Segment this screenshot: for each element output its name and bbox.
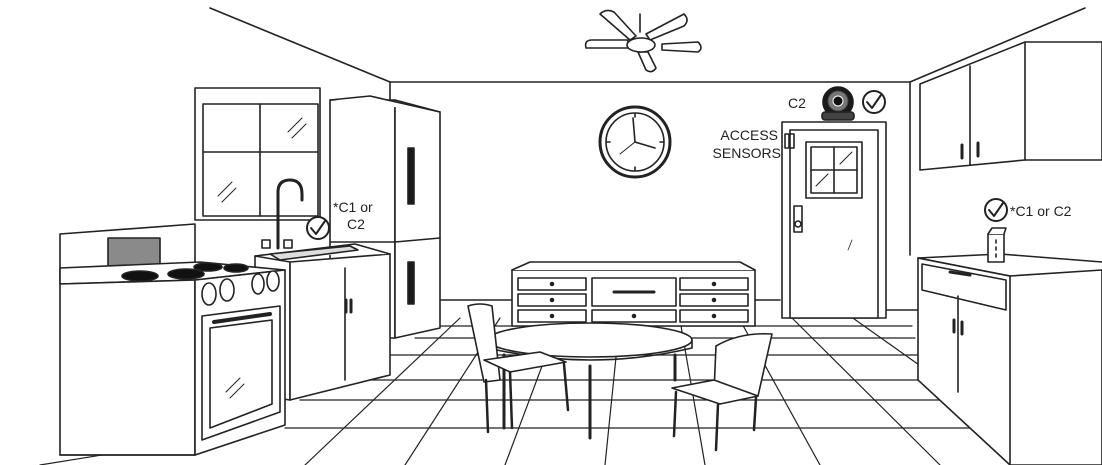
camera-label: C2 [788,95,806,111]
counter-right [917,253,1102,465]
sideboard [511,261,756,327]
faucet [261,178,304,250]
sink-camera-label-line2: C2 [347,216,365,232]
dining-table [487,322,693,440]
counter-camera-label: *C1 or C2 [1010,203,1072,219]
door [781,121,887,319]
window [194,87,321,221]
sink-camera-label-line1: *C1 or [333,199,373,215]
hub-device [987,227,1007,263]
chair-right [671,332,773,452]
check-circle-icon [862,90,886,114]
access-sensors [784,133,795,149]
ceiling-fan-icon [584,9,702,73]
stove [59,223,286,456]
camera-icon [821,86,855,121]
clock-icon [598,105,672,179]
upper-cabinets [919,41,1102,171]
access-sensors-label-line2: SENSORS [713,145,781,161]
access-sensors-label-line1: ACCESS [720,127,778,143]
check-circle-icon [306,216,330,240]
chair-left [467,303,570,434]
check-circle-icon [984,198,1008,222]
